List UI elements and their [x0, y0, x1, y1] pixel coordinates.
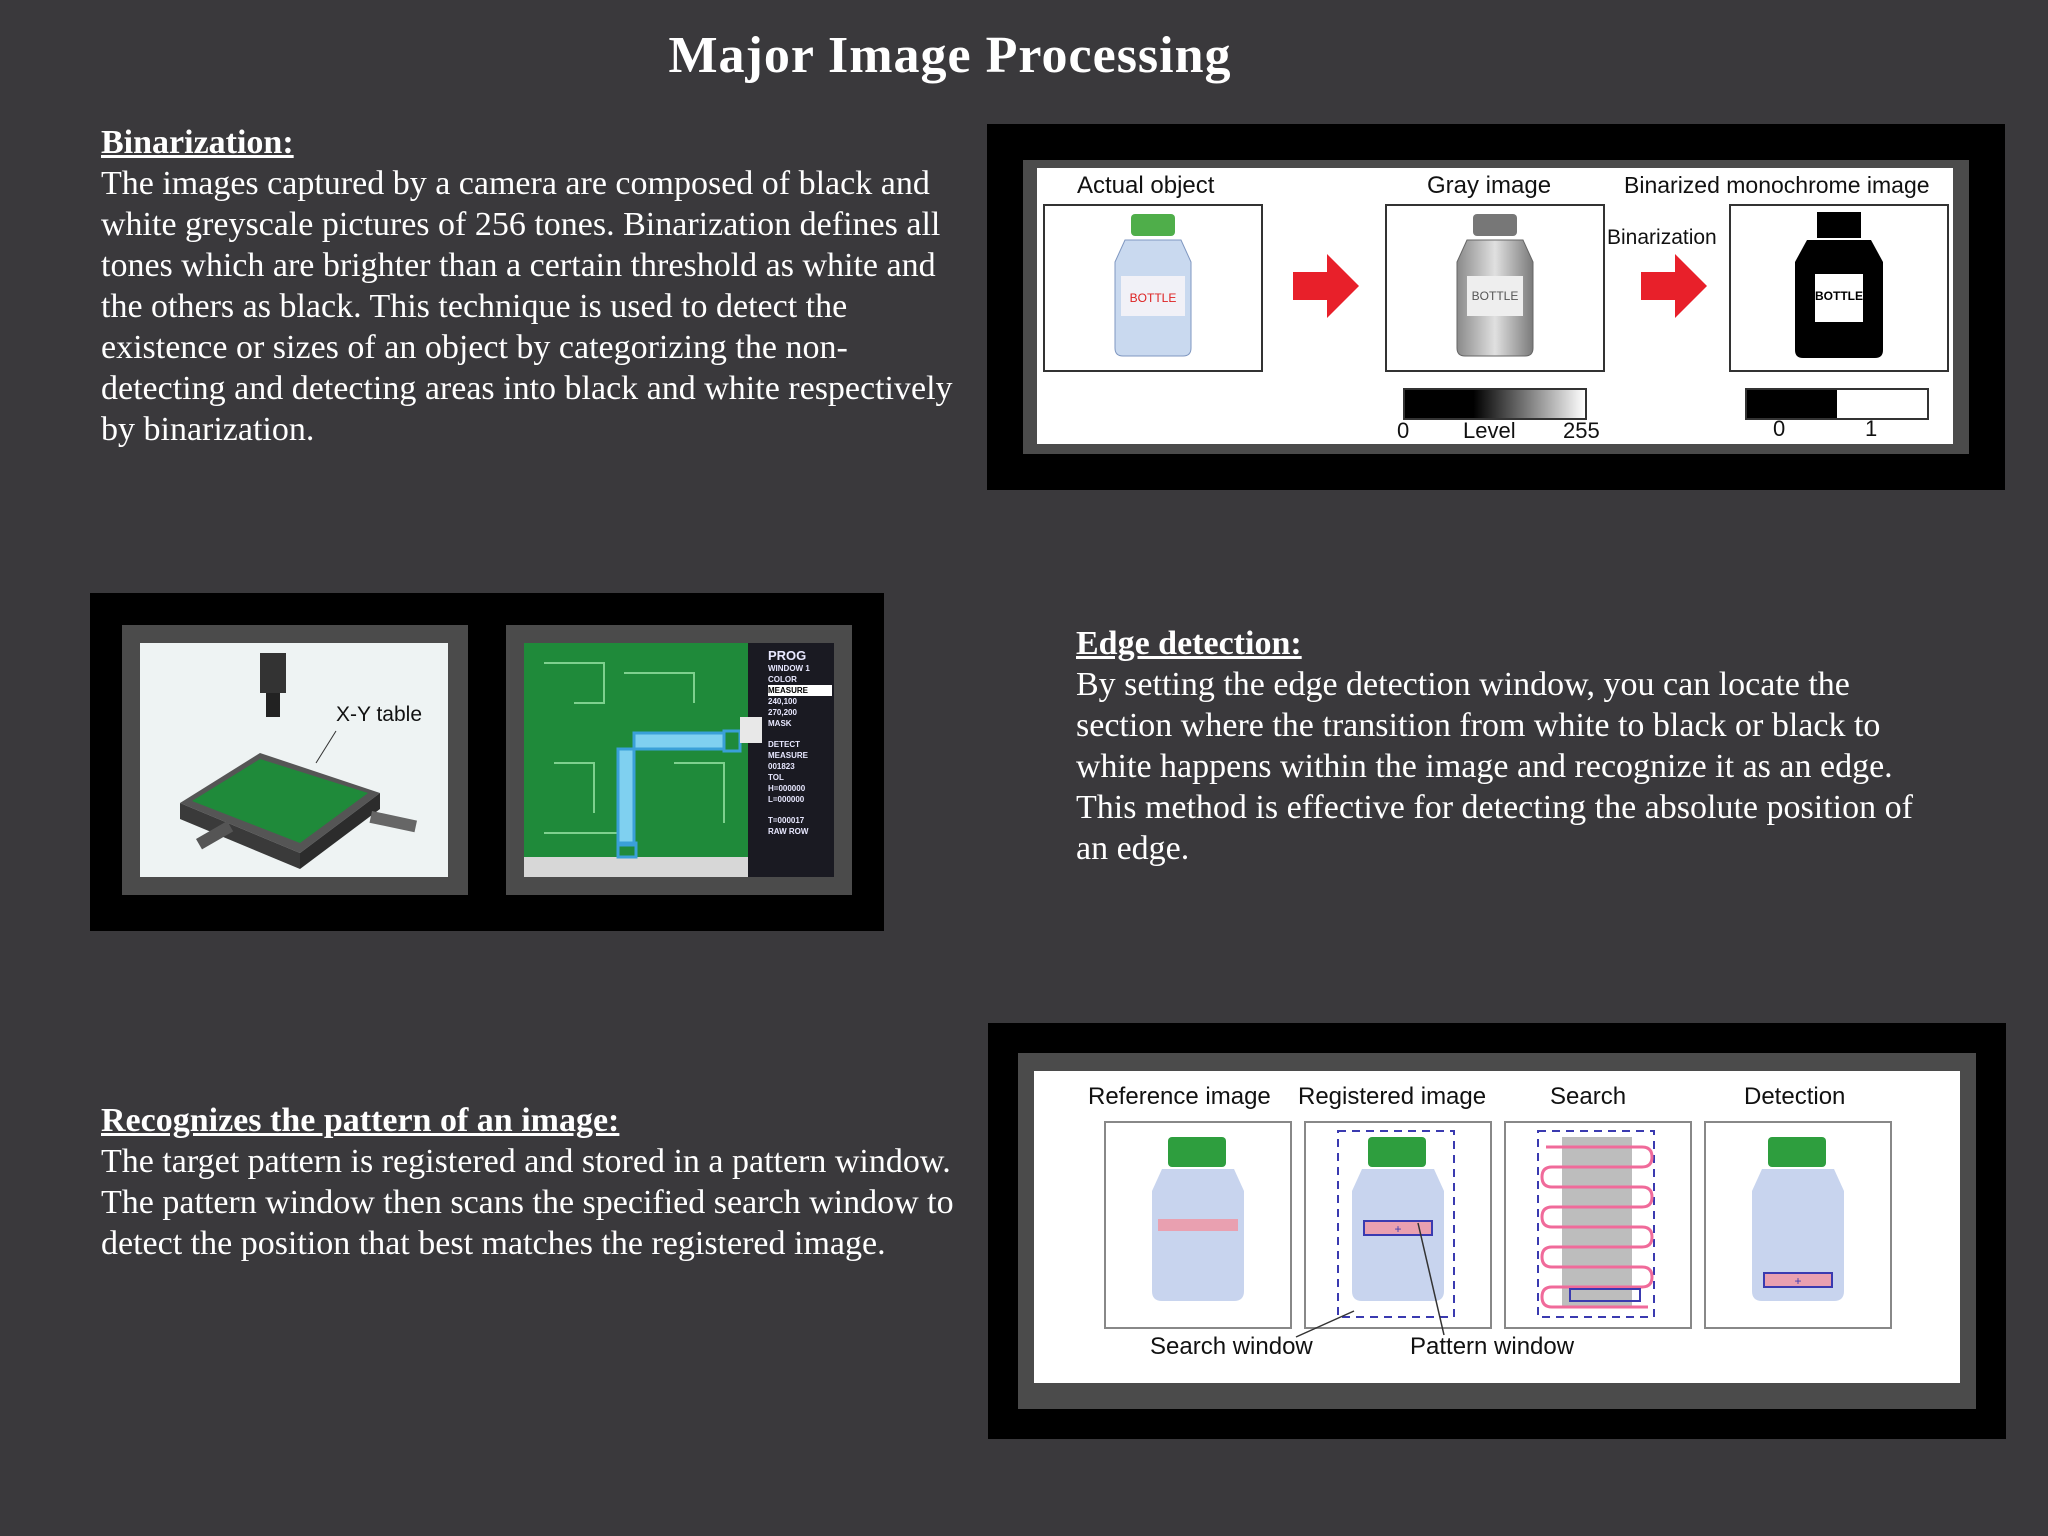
pattern-window-label: Pattern window	[1410, 1333, 1575, 1360]
leader-lines	[1295, 1222, 1445, 1338]
mono-level-bar	[1745, 388, 1929, 420]
binarization-body: The images captured by a camera are comp…	[101, 165, 953, 448]
page-title: Major Image Processing	[668, 27, 1232, 84]
screen-line: 270,200	[768, 708, 797, 717]
screen-line: MEASURE	[768, 685, 832, 696]
registered-bottle-image: +	[1337, 1130, 1455, 1318]
gray-bottle-text: BOTTLE	[1472, 289, 1519, 303]
binarized-image-label: Binarized monochrome image	[1624, 172, 1930, 198]
screen-line: PROG	[768, 648, 807, 663]
binarization-figure-panel: Actual object Gray image Binarized monoc…	[1037, 168, 1953, 444]
pattern-section: Recognizes the pattern of an image: The …	[101, 1100, 961, 1264]
edge-detection-heading: Edge detection:	[1076, 625, 1302, 662]
edge-detection-figure: X-Y table	[90, 593, 884, 931]
screen-line: L=000000	[768, 795, 805, 804]
screen-line: DETECT	[768, 740, 800, 749]
pattern-body: The target pattern is registered and sto…	[101, 1143, 954, 1262]
search-label: Search	[1550, 1083, 1627, 1110]
detection-box: +	[1704, 1121, 1892, 1329]
edge-detection-section: Edge detection: By setting the edge dete…	[1076, 623, 1936, 869]
binarization-figure-border: Actual object Gray image Binarized monoc…	[1023, 160, 1969, 454]
xy-table-frame: X-Y table	[122, 625, 468, 895]
registered-image-box: +	[1304, 1121, 1492, 1329]
screen-line: 001823	[768, 762, 795, 771]
search-window-label: Search window	[1150, 1333, 1313, 1360]
pcb-screen-panel: PROG WINDOW 1 COLOR MEASURE 240,100 270,…	[524, 643, 834, 877]
gray-level-bar	[1403, 388, 1587, 420]
actual-object-label: Actual object	[1077, 172, 1215, 199]
screen-line: WINDOW 1	[768, 664, 810, 673]
gray-scale-max: 255	[1563, 418, 1600, 443]
mono-bottle-image: BOTTLE	[1795, 212, 1883, 358]
screen-line: COLOR	[768, 675, 797, 684]
binarization-figure: Actual object Gray image Binarized monoc…	[987, 124, 2005, 490]
red-arrow-icon	[1293, 254, 1359, 318]
pcb-screen-sidebar: PROG WINDOW 1 COLOR MEASURE 240,100 270,…	[768, 649, 832, 837]
pattern-figure-border: Reference image Registered image Search …	[1018, 1053, 1976, 1409]
xy-table-image	[180, 653, 417, 869]
detection-bottle-image: +	[1752, 1137, 1844, 1301]
svg-text:+: +	[1794, 1274, 1801, 1288]
gray-scale-min: 0	[1397, 418, 1410, 443]
svg-text:+: +	[1394, 1222, 1401, 1236]
detection-label: Detection	[1744, 1083, 1846, 1110]
screen-line: MASK	[768, 719, 792, 728]
screen-line: 240,100	[768, 697, 797, 706]
screen-line: RAW ROW	[768, 827, 809, 836]
search-scan-image	[1537, 1130, 1655, 1318]
gray-scale-caption: Level	[1463, 418, 1516, 443]
binarization-section: Binarization: The images captured by a c…	[101, 122, 961, 450]
xy-table-panel: X-Y table	[140, 643, 448, 877]
pcb-screen-frame: PROG WINDOW 1 COLOR MEASURE 240,100 270,…	[506, 625, 852, 895]
registered-image-label: Registered image	[1298, 1083, 1487, 1110]
pcb-screen-image	[524, 643, 834, 877]
edge-detection-body: By setting the edge detection window, yo…	[1076, 666, 1913, 867]
mono-scale-min: 0	[1773, 416, 1786, 441]
gray-image-label: Gray image	[1427, 172, 1552, 199]
actual-bottle-text: BOTTLE	[1130, 291, 1177, 305]
search-box	[1504, 1121, 1692, 1329]
pattern-figure: Reference image Registered image Search …	[988, 1023, 2006, 1439]
reference-image-box	[1104, 1121, 1292, 1329]
reference-image-label: Reference image	[1088, 1083, 1271, 1110]
color-bottle-image: BOTTLE	[1114, 214, 1192, 357]
pattern-figure-panel: Reference image Registered image Search …	[1034, 1071, 1960, 1383]
screen-line: H=000000	[768, 784, 806, 793]
mono-scale-max: 1	[1865, 416, 1878, 441]
gray-image-box: BOTTLE	[1385, 204, 1605, 372]
screen-line: MEASURE	[768, 751, 809, 760]
pattern-heading: Recognizes the pattern of an image:	[101, 1102, 620, 1139]
screen-line: TOL	[768, 773, 784, 782]
gray-bottle-image: BOTTLE	[1456, 214, 1534, 357]
actual-object-box: BOTTLE	[1043, 204, 1263, 372]
red-arrow-icon	[1641, 254, 1707, 318]
xy-table-label: X-Y table	[336, 703, 422, 726]
reference-bottle-image	[1152, 1137, 1244, 1301]
binarization-arrow-label: Binarization	[1607, 226, 1717, 249]
binarization-heading: Binarization:	[101, 124, 294, 161]
binarized-image-box: BOTTLE	[1729, 204, 1949, 372]
mono-bottle-text: BOTTLE	[1815, 289, 1863, 303]
screen-line: T=000017	[768, 816, 805, 825]
